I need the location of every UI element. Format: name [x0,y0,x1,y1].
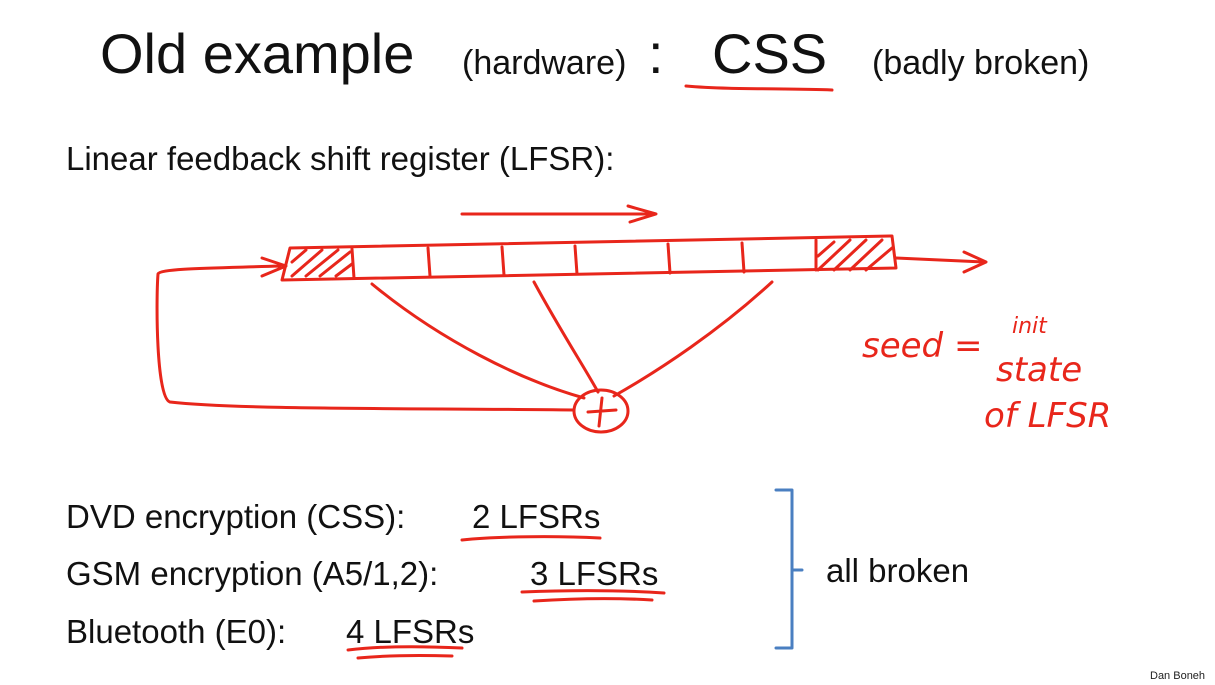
tap-line-right [612,280,774,398]
title-colon: : [648,22,664,85]
example-label: DVD encryption (CSS): [66,498,406,535]
lfsr-heading: Linear feedback shift register (LFSR): [66,140,615,177]
author-footer: Dan Boneh [1150,670,1206,682]
tap-line-left [370,282,586,400]
brace-label: all broken [826,552,970,589]
feedback-loop [155,256,576,412]
first-cell-hatch [290,248,354,278]
shift-direction-arrow [460,204,658,224]
underline-4-lfsrs [346,645,464,660]
tap-line-middle [532,280,600,394]
title-main-text: Old example [100,22,415,85]
seed-annotation-line2: state [996,350,1083,390]
underline-2-lfsrs [460,535,602,542]
example-count: 4 LFSRs [346,613,475,650]
example-row: GSM encryption (A5/1,2): [66,557,438,590]
last-cell-hatch [816,238,894,272]
example-count: 3 LFSRs [530,555,659,592]
css-underline [684,84,834,92]
title-css: CSS [712,22,828,85]
example-row: Bluetooth (E0): [66,615,286,648]
xor-plus [586,396,618,428]
register-box [280,234,898,282]
title-hardware: (hardware) [462,44,627,82]
seed-annotation-line1: init [1012,314,1047,339]
slide-title: Old example [100,26,414,82]
seed-annotation-line3: of LFSR [984,396,1112,436]
underline-3-lfsrs [520,589,666,603]
example-count: 2 LFSRs [472,498,601,535]
example-row: DVD encryption (CSS): [66,500,405,533]
all-broken-brace [774,488,804,650]
example-label: GSM encryption (A5/1,2): [66,555,439,592]
title-badly-broken: (badly broken) [872,44,1090,82]
output-arrow [894,250,988,274]
seed-label: seed = [862,326,983,366]
example-label: Bluetooth (E0): [66,613,287,650]
